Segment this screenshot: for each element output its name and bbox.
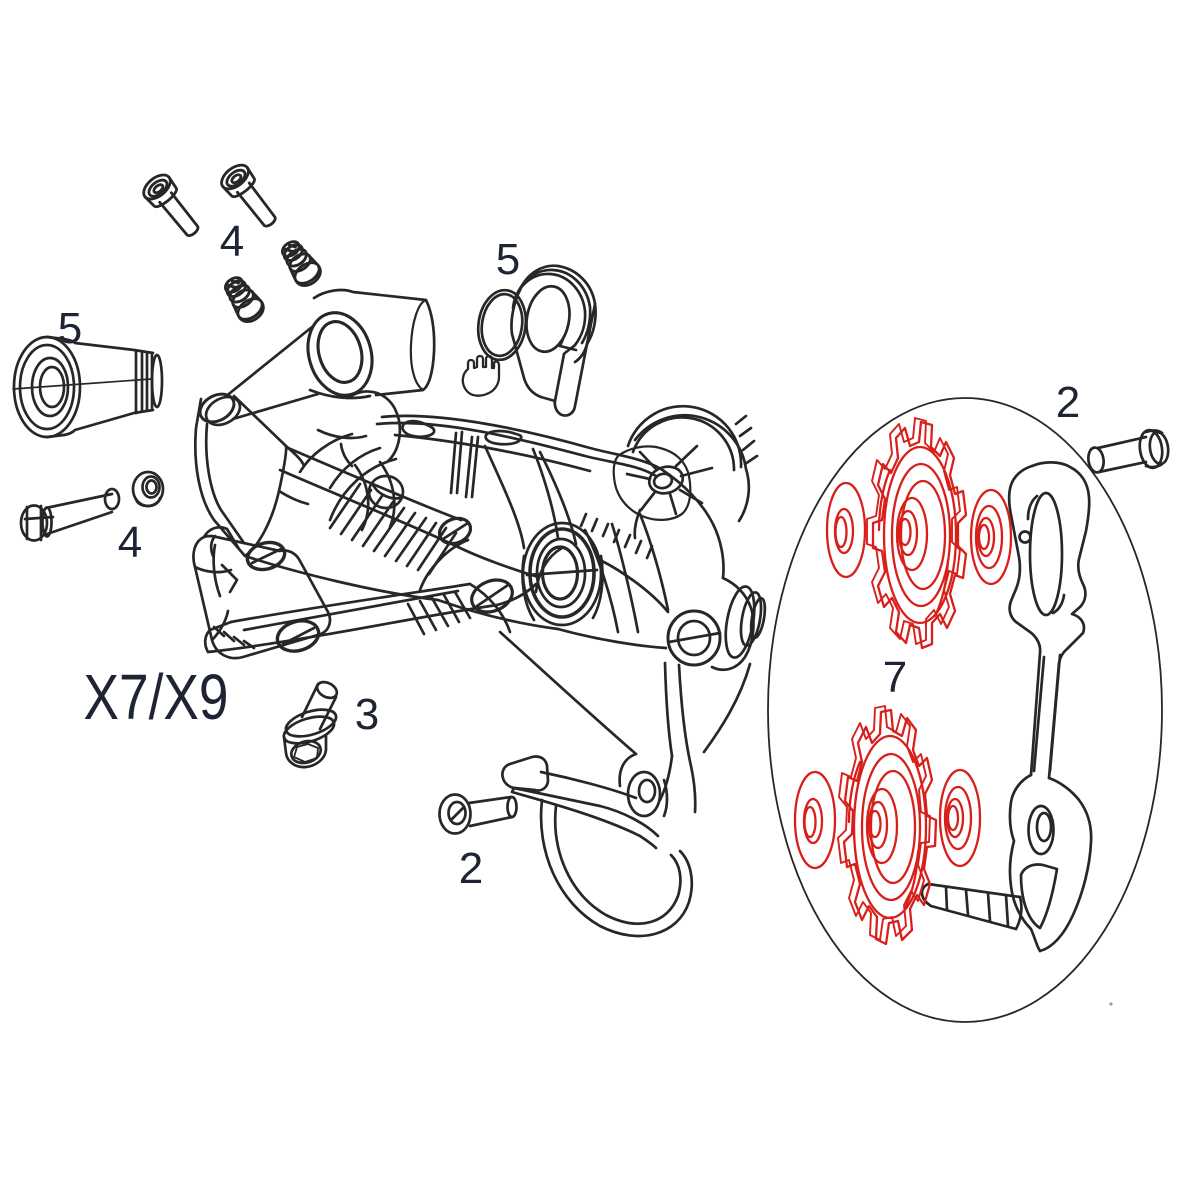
svg-text:2: 2 (1056, 378, 1080, 427)
svg-text:3: 3 (355, 690, 379, 739)
svg-text:4: 4 (220, 217, 244, 266)
svg-text:4: 4 (118, 518, 142, 567)
svg-text:7: 7 (883, 653, 907, 702)
svg-text:2: 2 (459, 844, 483, 893)
svg-text:X7/X9: X7/X9 (84, 661, 229, 733)
svg-text:5: 5 (58, 304, 82, 353)
svg-text:5: 5 (496, 235, 520, 284)
